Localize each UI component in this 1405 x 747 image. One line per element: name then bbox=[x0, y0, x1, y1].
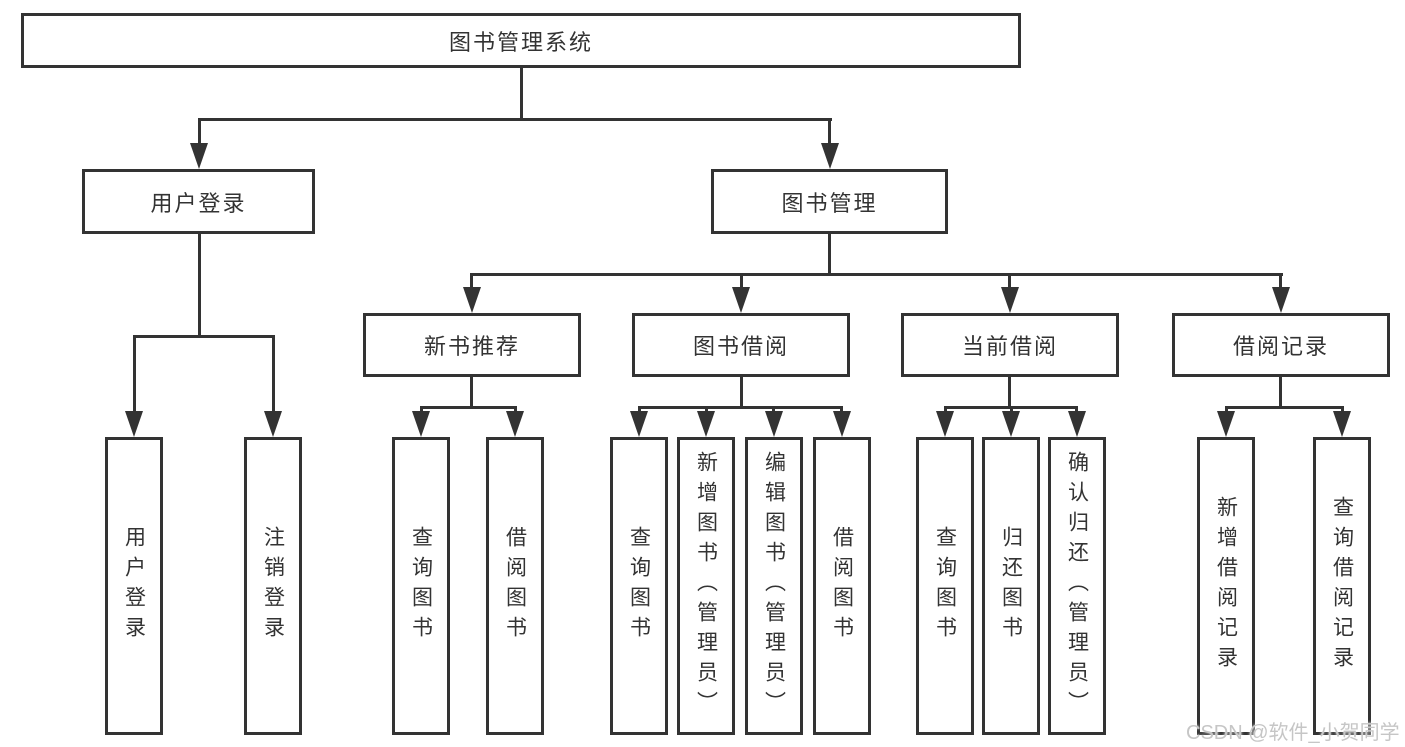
connector-stem-current-borrow bbox=[1008, 273, 1011, 290]
leaf-query-borrow-record-label: 查询借阅记录 bbox=[1330, 496, 1354, 676]
leaf-edit-book-admin-label: 编辑图书（管理员） bbox=[762, 451, 786, 721]
arrow-down-icon bbox=[765, 411, 783, 437]
leaf-confirm-return-admin-label: 确认归还（管理员） bbox=[1065, 451, 1089, 721]
leaf-edit-book-admin: 编辑图书（管理员） bbox=[745, 437, 803, 735]
leaf-query-borrow-record: 查询借阅记录 bbox=[1313, 437, 1371, 735]
node-new-book-recommendation-label: 新书推荐 bbox=[423, 334, 520, 359]
connector-stem-user-login bbox=[198, 118, 201, 148]
connector-user-login-rail bbox=[133, 335, 275, 338]
node-borrowing-records: 借阅记录 bbox=[1172, 313, 1390, 377]
connector-stem-new-book bbox=[470, 273, 473, 290]
arrow-down-icon bbox=[125, 411, 143, 437]
connector-stem-book-borrow bbox=[740, 273, 743, 290]
node-book-borrowing: 图书借阅 bbox=[632, 313, 850, 377]
connector-borrow-records-stem bbox=[1279, 377, 1282, 406]
node-new-book-recommendation: 新书推荐 bbox=[363, 313, 581, 377]
connector-leaf-stem bbox=[772, 406, 775, 414]
connector-leaf-stem bbox=[1010, 406, 1013, 414]
connector-leaf-stem bbox=[420, 406, 423, 414]
connector-leaf-stem bbox=[514, 406, 517, 414]
connector-new-book-stem bbox=[470, 377, 473, 406]
node-root: 图书管理系统 bbox=[21, 13, 1021, 68]
node-current-borrowing: 当前借阅 bbox=[901, 313, 1119, 377]
csdn-watermark: CSDN @软件_小贺同学 bbox=[1186, 722, 1400, 744]
arrow-down-icon bbox=[1002, 411, 1020, 437]
connector-stem-borrow-records bbox=[1279, 273, 1282, 290]
node-root-label: 图书管理系统 bbox=[448, 29, 593, 55]
connector-current-borrow-stem bbox=[1008, 377, 1011, 406]
connector-book-borrow-rail bbox=[638, 406, 843, 409]
node-borrowing-records-label: 借阅记录 bbox=[1232, 334, 1329, 359]
leaf-borrow-books-borrowing-label: 借阅图书 bbox=[830, 526, 854, 646]
leaf-user-login-label: 用户登录 bbox=[122, 526, 146, 646]
connector-leaf-stem bbox=[1075, 406, 1078, 414]
connector-root-rail bbox=[198, 118, 832, 121]
arrow-down-icon bbox=[630, 411, 648, 437]
arrow-down-icon bbox=[1272, 287, 1290, 313]
connector-stem-leaf-user-login bbox=[133, 335, 136, 415]
connector-leaf-stem bbox=[1225, 406, 1228, 414]
leaf-user-login: 用户登录 bbox=[105, 437, 163, 735]
leaf-query-books-borrowing: 查询图书 bbox=[610, 437, 668, 735]
connector-user-login-stem bbox=[198, 233, 201, 335]
arrow-down-icon bbox=[1068, 411, 1086, 437]
leaf-add-book-admin-label: 新增图书（管理员） bbox=[694, 451, 718, 721]
node-book-management-label: 图书管理 bbox=[781, 190, 878, 216]
leaf-logout: 注销登录 bbox=[244, 437, 302, 735]
leaf-return-book: 归还图书 bbox=[982, 437, 1040, 735]
arrow-down-icon bbox=[264, 411, 282, 437]
arrow-down-icon bbox=[463, 287, 481, 313]
arrow-down-icon bbox=[412, 411, 430, 437]
node-current-borrowing-label: 当前借阅 bbox=[961, 334, 1058, 359]
leaf-borrow-books-recommend-label: 借阅图书 bbox=[503, 526, 527, 646]
leaf-confirm-return-admin: 确认归还（管理员） bbox=[1048, 437, 1106, 735]
arrow-down-icon bbox=[821, 143, 839, 169]
leaf-borrow-books-recommend: 借阅图书 bbox=[486, 437, 544, 735]
leaf-query-books-recommend-label: 查询图书 bbox=[409, 526, 433, 646]
leaf-query-books-borrowing-label: 查询图书 bbox=[627, 526, 651, 646]
arrow-down-icon bbox=[506, 411, 524, 437]
leaf-add-borrow-record-label: 新增借阅记录 bbox=[1214, 496, 1238, 676]
connector-new-book-rail bbox=[420, 406, 516, 409]
connector-borrow-records-rail bbox=[1225, 406, 1343, 409]
arrow-down-icon bbox=[190, 143, 208, 169]
leaf-query-books-current-label: 查询图书 bbox=[933, 526, 957, 646]
connector-leaf-stem bbox=[705, 406, 708, 414]
arrow-down-icon bbox=[697, 411, 715, 437]
connector-book-borrow-stem bbox=[740, 377, 743, 406]
arrow-down-icon bbox=[1217, 411, 1235, 437]
connector-leaf-stem bbox=[1341, 406, 1344, 414]
leaf-query-books-current: 查询图书 bbox=[916, 437, 974, 735]
arrow-down-icon bbox=[732, 287, 750, 313]
leaf-add-book-admin: 新增图书（管理员） bbox=[677, 437, 735, 735]
leaf-return-book-label: 归还图书 bbox=[999, 526, 1023, 646]
leaf-borrow-books-borrowing: 借阅图书 bbox=[813, 437, 871, 735]
node-user-login: 用户登录 bbox=[82, 169, 315, 234]
arrow-down-icon bbox=[1001, 287, 1019, 313]
connector-stem-leaf-logout bbox=[272, 335, 275, 415]
node-user-login-label: 用户登录 bbox=[150, 190, 247, 216]
connector-root-stem bbox=[520, 68, 523, 118]
connector-book-mgmt-rail bbox=[471, 273, 1283, 276]
connector-stem-book-mgmt bbox=[828, 118, 831, 148]
leaf-logout-label: 注销登录 bbox=[261, 526, 285, 646]
node-book-borrowing-label: 图书借阅 bbox=[692, 334, 789, 359]
leaf-add-borrow-record: 新增借阅记录 bbox=[1197, 437, 1255, 735]
arrow-down-icon bbox=[936, 411, 954, 437]
arrow-down-icon bbox=[1333, 411, 1351, 437]
leaf-query-books-recommend: 查询图书 bbox=[392, 437, 450, 735]
arrow-down-icon bbox=[833, 411, 851, 437]
node-book-management: 图书管理 bbox=[711, 169, 948, 234]
connector-leaf-stem bbox=[638, 406, 641, 414]
connector-book-mgmt-stem bbox=[828, 234, 831, 273]
connector-leaf-stem bbox=[944, 406, 947, 414]
connector-leaf-stem bbox=[840, 406, 843, 414]
